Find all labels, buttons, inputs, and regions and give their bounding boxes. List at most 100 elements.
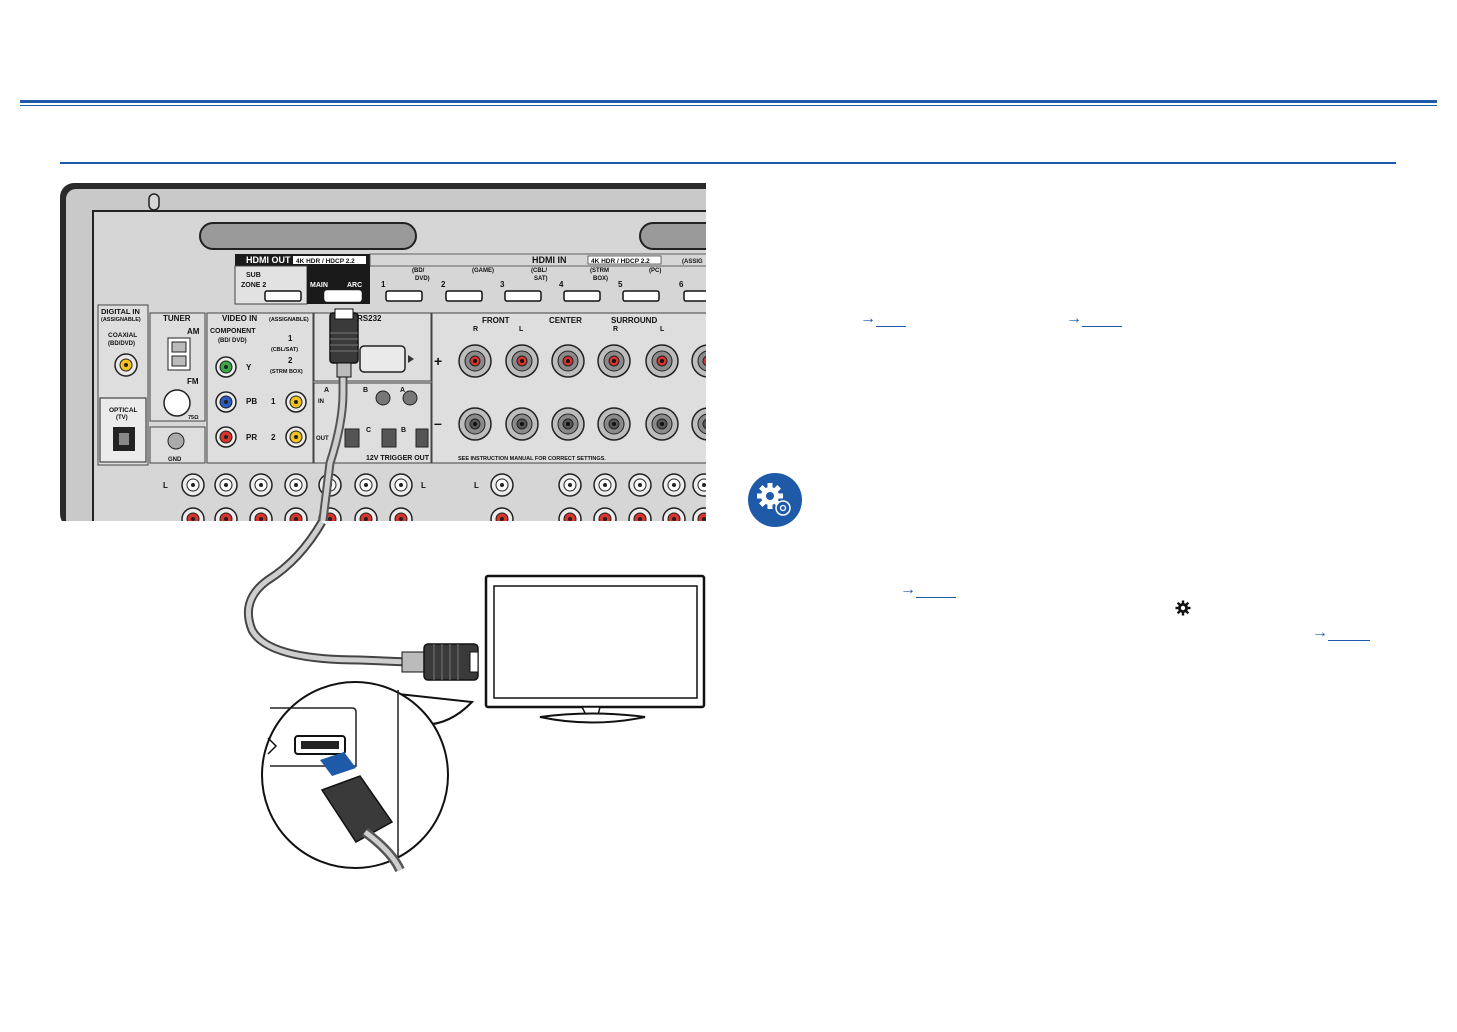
- audio-rca-pin: [568, 517, 572, 521]
- component-sub: (BD/ DVD): [218, 338, 247, 344]
- audio-rca-pin: [294, 517, 298, 521]
- hdmi-in-port: [683, 290, 706, 302]
- audio-rca-pin: [399, 517, 403, 521]
- audio-rca-pin: [224, 517, 228, 521]
- ohm-label: 75Ω: [188, 415, 199, 421]
- hdmi-in-label: HDMI IN: [532, 255, 567, 265]
- sub-label: SUB: [246, 272, 261, 279]
- hdmi-out-label: HDMI OUT: [246, 255, 291, 265]
- hdmi-in-source: (CBL/: [531, 268, 547, 274]
- audio-rca-pin: [364, 483, 368, 487]
- row-2: 2: [271, 433, 276, 442]
- video-in-assignable: (ASSIGNABLE): [269, 317, 309, 323]
- gear-tooth: [773, 485, 781, 493]
- speaker-terminal-ring: [697, 413, 706, 435]
- audio-rca-pin: [399, 483, 403, 487]
- audio-rca-pin: [672, 483, 676, 487]
- audio-rca-pin: [364, 517, 368, 521]
- speaker-terminal-pin: [520, 422, 524, 426]
- arc-label: ARC: [347, 282, 362, 289]
- tuner-label: TUNER: [163, 314, 191, 323]
- port-zoom-callout: [261, 681, 475, 873]
- audio-l-right: L: [474, 481, 479, 490]
- trigger-b: B: [363, 387, 368, 394]
- hdmi-in-source: (PC): [649, 268, 661, 274]
- front-label: FRONT: [482, 316, 510, 325]
- coaxial-sub: (BD/DVD): [108, 341, 135, 347]
- front-l: L: [519, 326, 524, 333]
- trigger-a2: A: [400, 387, 405, 394]
- hdmi-in-number: 2: [441, 280, 446, 289]
- hdmi-in-source-2: SAT): [534, 276, 548, 282]
- section-rule: [60, 162, 1396, 164]
- audio-rca-pin: [702, 483, 706, 487]
- hdmi-in-port: [385, 290, 423, 302]
- zone2-label: ZONE 2: [241, 282, 266, 289]
- audio-rca-pin: [568, 483, 572, 487]
- composite-2-sub: (STRM BOX): [270, 369, 303, 375]
- speaker-terminal-pin: [612, 359, 616, 363]
- audio-rca-pin: [638, 483, 642, 487]
- composite-1-jack-pin: [294, 400, 298, 404]
- composite-1: 1: [288, 334, 293, 343]
- audio-rca-pin: [603, 483, 607, 487]
- xref-link-4[interactable]: →: [1312, 624, 1370, 641]
- gear-tooth: [759, 499, 767, 507]
- surround-l: L: [660, 326, 665, 333]
- main-label: MAIN: [310, 282, 328, 289]
- row-1: 1: [271, 397, 276, 406]
- fm-label: FM: [187, 377, 199, 386]
- trigger-label: 12V TRIGGER OUT: [366, 455, 430, 462]
- xref-link-2[interactable]: →: [1066, 310, 1122, 327]
- composite-2-jack-pin: [294, 435, 298, 439]
- audio-rca-pin: [328, 517, 332, 521]
- center-label: CENTER: [549, 316, 582, 325]
- hdmi-in-port: [445, 290, 483, 302]
- speaker-terminal-pin: [520, 359, 524, 363]
- xref-link-1[interactable]: →: [860, 310, 906, 327]
- audio-l-mid: L: [421, 481, 426, 490]
- speaker-terminal-pin: [473, 422, 477, 426]
- composite-2: 2: [288, 356, 293, 365]
- am-label: AM: [187, 327, 200, 336]
- surround-label: SURROUND: [611, 316, 657, 325]
- hdmi-assign-partial: (ASSIG: [682, 259, 703, 265]
- hdmi-out-spec: 4K HDR / HDCP 2.2: [296, 258, 355, 265]
- component-pb-jack-pin: [224, 400, 228, 404]
- hdmi-plug-tv: [401, 643, 479, 681]
- component-y-jack-pin: [224, 365, 228, 369]
- trigger-out: OUT: [316, 436, 329, 442]
- see-manual-note: SEE INSTRUCTION MANUAL FOR CORRECT SETTI…: [458, 456, 606, 462]
- audio-rca-pin: [294, 483, 298, 487]
- video-in-label: VIDEO IN: [222, 314, 257, 323]
- hdmi-in-source-2: BOX): [593, 276, 608, 282]
- hdmi-in-ports: 1(BD/DVD)2(GAME)3(CBL/SAT)4(STRMBOX)5(PC…: [381, 268, 706, 302]
- hdmi-in-port: [563, 290, 601, 302]
- audio-rca-pin: [672, 517, 676, 521]
- digital-in-label: DIGITAL IN: [101, 307, 140, 316]
- xref-link-3[interactable]: →: [900, 581, 956, 598]
- audio-rca-pin: [500, 483, 504, 487]
- hdmi-in-source: (GAME): [472, 268, 494, 274]
- audio-rca-pin: [500, 517, 504, 521]
- trigger-in: IN: [318, 399, 324, 405]
- audio-rca-pin: [259, 483, 263, 487]
- component-label: COMPONENT: [210, 328, 256, 335]
- gear-tooth: [767, 483, 773, 489]
- audio-rca-pin: [638, 517, 642, 521]
- settings-gear-icon: [748, 473, 802, 527]
- y-label: Y: [246, 363, 252, 372]
- gear-icon: [1175, 600, 1191, 616]
- audio-rca-pin: [702, 517, 706, 521]
- front-r: R: [473, 326, 478, 333]
- audio-l-left: L: [163, 481, 168, 490]
- hdmi-in-spec: 4K HDR / HDCP 2.2: [591, 258, 650, 265]
- hdmi-in-number: 1: [381, 280, 386, 289]
- header-rule-thick: [20, 100, 1437, 103]
- xref-arrow-2: →: [1066, 310, 1082, 327]
- tv-illustration: [484, 574, 706, 724]
- surround-r: R: [613, 326, 618, 333]
- gear-tooth: [1181, 600, 1185, 604]
- xref-arrow-3: →: [900, 581, 916, 598]
- audio-rca-pin: [224, 483, 228, 487]
